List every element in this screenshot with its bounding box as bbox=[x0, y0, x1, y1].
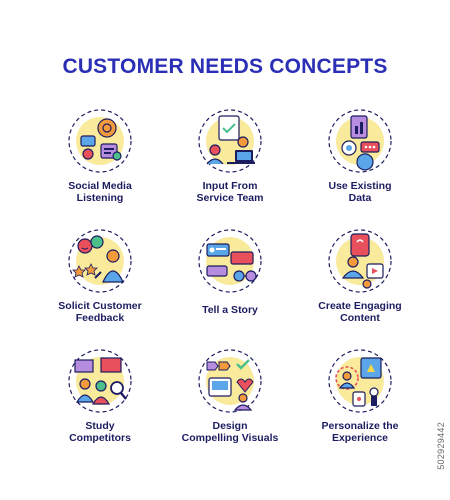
service-team-icon bbox=[198, 109, 262, 173]
personalize-icon bbox=[328, 349, 392, 413]
concept-tell-a-story: Tell a Story bbox=[165, 228, 295, 346]
visuals-icon bbox=[198, 349, 262, 413]
competitors-icon bbox=[68, 349, 132, 413]
story-icon bbox=[198, 229, 262, 293]
feedback-icon bbox=[68, 229, 132, 293]
social-listening-icon bbox=[68, 109, 132, 173]
stock-id-watermark: 502929442 bbox=[436, 422, 446, 470]
page-title: CUSTOMER NEEDS CONCEPTS bbox=[62, 55, 388, 78]
concept-label: Tell a Story bbox=[202, 304, 258, 316]
existing-data-icon bbox=[328, 109, 392, 173]
engaging-content-icon bbox=[328, 229, 392, 293]
footer-bar bbox=[0, 474, 450, 500]
